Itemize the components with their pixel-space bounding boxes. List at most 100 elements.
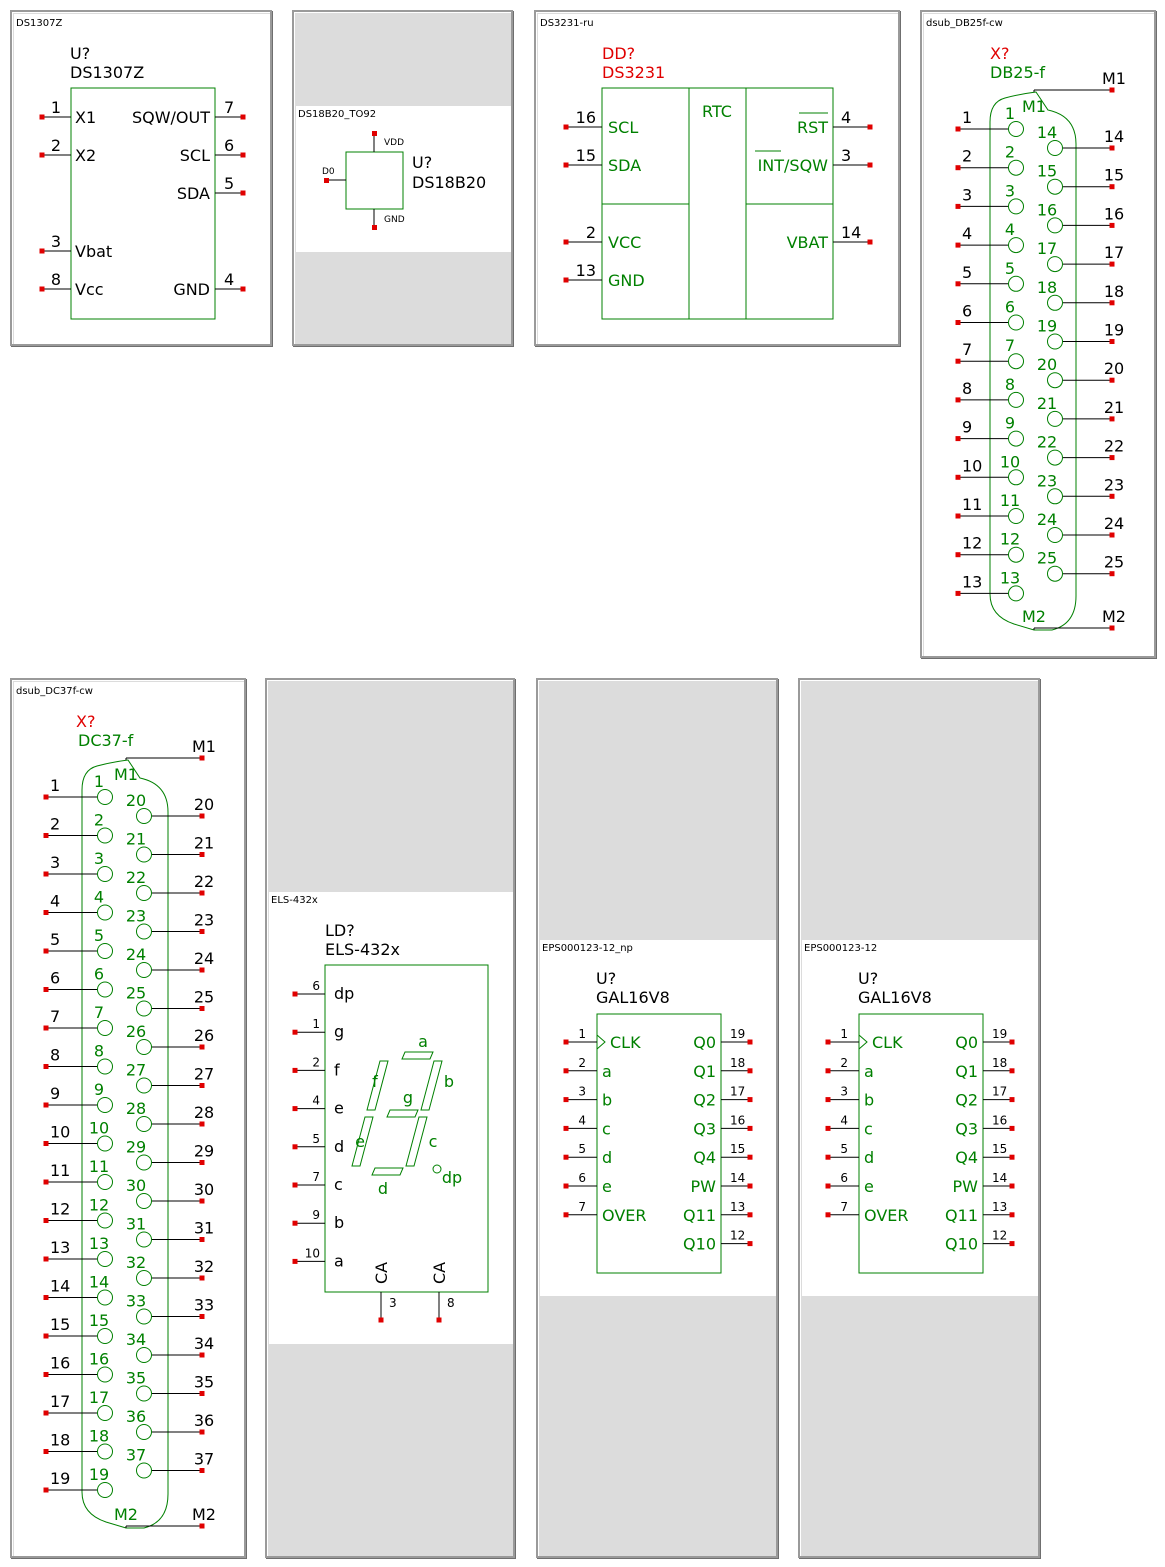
pin-end-6[interactable]	[43, 987, 49, 992]
pin-end-19[interactable]	[43, 1487, 49, 1493]
pin-end-8[interactable]	[955, 397, 961, 403]
pin-end-23[interactable]	[199, 929, 205, 934]
pin-end-6[interactable]	[292, 991, 298, 997]
panel-ds18b20[interactable]: DS18B20_TO92 U? DS18B20 VDD GND D0	[292, 10, 513, 346]
pin-end-12[interactable]	[747, 1241, 753, 1247]
mount-end-m1[interactable]	[1109, 87, 1115, 93]
pin-end-10[interactable]	[292, 1258, 298, 1264]
pin-end-19[interactable]	[747, 1039, 753, 1045]
pin-end-13[interactable]	[955, 590, 961, 596]
pin-end-11[interactable]	[955, 513, 961, 519]
pin-end-12[interactable]	[43, 1218, 49, 1223]
pin-end-10[interactable]	[43, 1141, 49, 1146]
pin-end-gnd[interactable]	[372, 225, 377, 230]
pin-end-15[interactable]	[1009, 1154, 1015, 1160]
pin-end-16[interactable]	[563, 124, 569, 130]
pin-end-4[interactable]	[43, 910, 49, 915]
pin-end-12[interactable]	[955, 552, 961, 558]
pin-end-3[interactable]	[867, 162, 873, 168]
pin-end-37[interactable]	[199, 1468, 205, 1473]
pin-end-7[interactable]	[292, 1182, 298, 1188]
mount-end-m2[interactable]	[1109, 625, 1115, 631]
pin-end-17[interactable]	[1009, 1097, 1015, 1103]
pin-end-1[interactable]	[292, 1029, 298, 1035]
pin-end-24[interactable]	[199, 967, 205, 973]
pin-end-33[interactable]	[199, 1314, 205, 1319]
pin-end-34[interactable]	[199, 1352, 205, 1358]
pin-end-23[interactable]	[1109, 493, 1115, 499]
pin-end-15[interactable]	[563, 162, 569, 168]
pin-end-13[interactable]	[43, 1256, 49, 1262]
pin-end-9[interactable]	[43, 1102, 49, 1108]
pin-end-9[interactable]	[292, 1220, 298, 1226]
pin-end-22[interactable]	[199, 890, 205, 896]
pin-end-7[interactable]	[240, 114, 246, 120]
pin-end-9[interactable]	[955, 436, 961, 442]
pin-end-2[interactable]	[563, 239, 569, 245]
pin-end-2[interactable]	[43, 833, 49, 838]
pin-end-16[interactable]	[1009, 1125, 1015, 1131]
pin-end-3[interactable]	[43, 871, 49, 877]
pin-end-2[interactable]	[825, 1068, 831, 1074]
pin-end-2[interactable]	[955, 165, 961, 171]
pin-end-16[interactable]	[747, 1125, 753, 1131]
pin-end-17[interactable]	[747, 1097, 753, 1103]
pin-end-11[interactable]	[43, 1179, 49, 1185]
pin-end-24[interactable]	[1109, 532, 1115, 538]
pin-end-3[interactable]	[378, 1317, 384, 1323]
pin-end-3[interactable]	[825, 1097, 831, 1103]
pin-end-6[interactable]	[240, 152, 246, 158]
pin-end-1[interactable]	[39, 114, 45, 120]
pin-end-1[interactable]	[563, 1039, 569, 1045]
pin-end-2[interactable]	[39, 152, 45, 158]
pin-end-4[interactable]	[825, 1125, 831, 1131]
pin-end-2[interactable]	[563, 1068, 569, 1074]
pin-end-5[interactable]	[292, 1144, 298, 1150]
pin-end-4[interactable]	[867, 124, 873, 130]
pin-end-14[interactable]	[1009, 1183, 1015, 1189]
pin-end-10[interactable]	[955, 474, 961, 480]
pin-end-3[interactable]	[563, 1097, 569, 1103]
pin-end-28[interactable]	[199, 1121, 205, 1127]
pin-end-13[interactable]	[747, 1212, 753, 1218]
pin-end-6[interactable]	[955, 320, 961, 325]
pin-end-6[interactable]	[825, 1183, 831, 1189]
pin-end-6[interactable]	[563, 1183, 569, 1189]
pin-end-32[interactable]	[199, 1275, 205, 1281]
pin-end-20[interactable]	[199, 813, 205, 819]
pin-end-16[interactable]	[1109, 222, 1115, 228]
pin-end-19[interactable]	[1109, 339, 1115, 344]
pin-end-12[interactable]	[1009, 1241, 1015, 1247]
pin-end-27[interactable]	[199, 1083, 205, 1088]
pin-end-29[interactable]	[199, 1160, 205, 1165]
pin-end-15[interactable]	[43, 1333, 49, 1339]
pin-end-7[interactable]	[955, 358, 961, 364]
pin-end-25[interactable]	[199, 1006, 205, 1011]
pin-end-21[interactable]	[1109, 416, 1115, 422]
pin-end-4[interactable]	[955, 242, 961, 248]
pin-end-7[interactable]	[825, 1212, 831, 1218]
pin-end-8[interactable]	[43, 1064, 49, 1069]
pin-end-17[interactable]	[1109, 261, 1115, 267]
pin-end-7[interactable]	[43, 1025, 49, 1031]
pin-end-8[interactable]	[436, 1317, 442, 1323]
pin-end-14[interactable]	[43, 1295, 49, 1300]
pin-end-3[interactable]	[955, 203, 961, 209]
pin-end-7[interactable]	[563, 1212, 569, 1218]
pin-end-1[interactable]	[43, 794, 49, 800]
pin-end-30[interactable]	[199, 1198, 205, 1204]
pin-end-1[interactable]	[825, 1039, 831, 1045]
pin-end-36[interactable]	[199, 1429, 205, 1435]
pin-end-14[interactable]	[1109, 145, 1115, 151]
pin-end-8[interactable]	[39, 286, 45, 292]
pin-end-15[interactable]	[1109, 184, 1115, 190]
pin-end-18[interactable]	[1009, 1068, 1015, 1074]
pin-end-21[interactable]	[199, 852, 205, 857]
pin-end-vdd[interactable]	[372, 131, 377, 136]
pin-end-4[interactable]	[563, 1125, 569, 1131]
